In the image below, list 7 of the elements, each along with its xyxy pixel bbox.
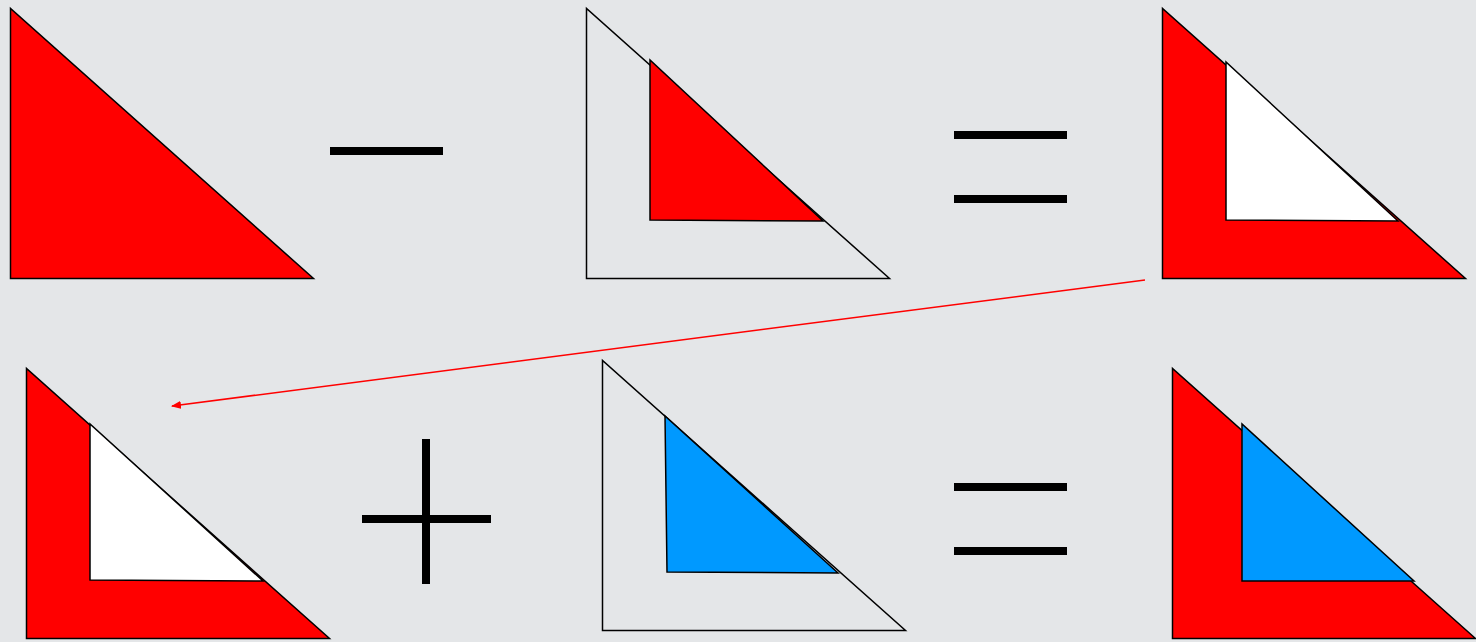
arrow	[171, 279, 1146, 409]
triangle-drawing	[586, 8, 890, 279]
triangle-drawing	[1172, 368, 1476, 639]
triangle-drawing	[1162, 8, 1466, 279]
triangle-drawing	[602, 360, 906, 631]
triangle-drawing	[26, 368, 330, 639]
triangle-drawing	[10, 8, 314, 279]
